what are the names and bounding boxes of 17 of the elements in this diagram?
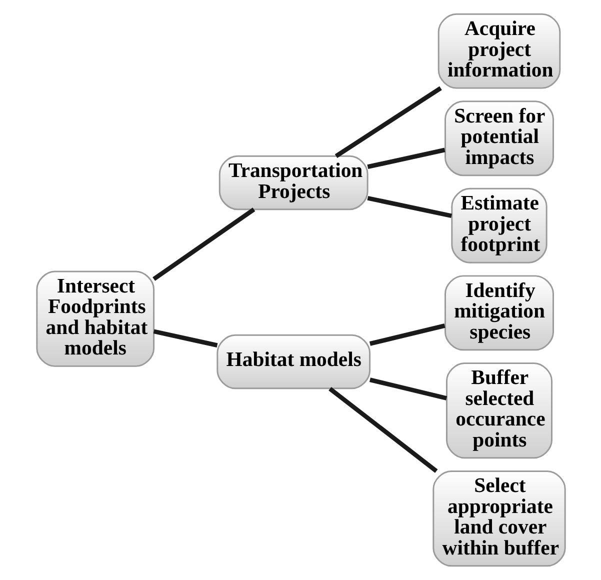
node-box: Estimate project footprint [450,188,547,264]
node-box: Intersect Foodprints and habitat models [36,270,154,367]
connector [368,378,447,400]
node-box: Screen for potential impacts [444,100,554,176]
node-box: Transportation Projects [218,155,368,210]
node-box: Buffer selected occurance points [445,362,552,459]
node-box: Habitat models [216,334,370,390]
connector [152,329,218,348]
connector [152,208,255,281]
connector [368,324,445,346]
node-box: Acquire project information [437,13,560,89]
node-box: Identify mitigation species [444,275,554,351]
connector [366,196,452,218]
connector [334,86,442,158]
node-box: Select appropriate land cover within buffer [432,470,566,567]
connector [328,386,438,473]
connector [366,148,445,169]
